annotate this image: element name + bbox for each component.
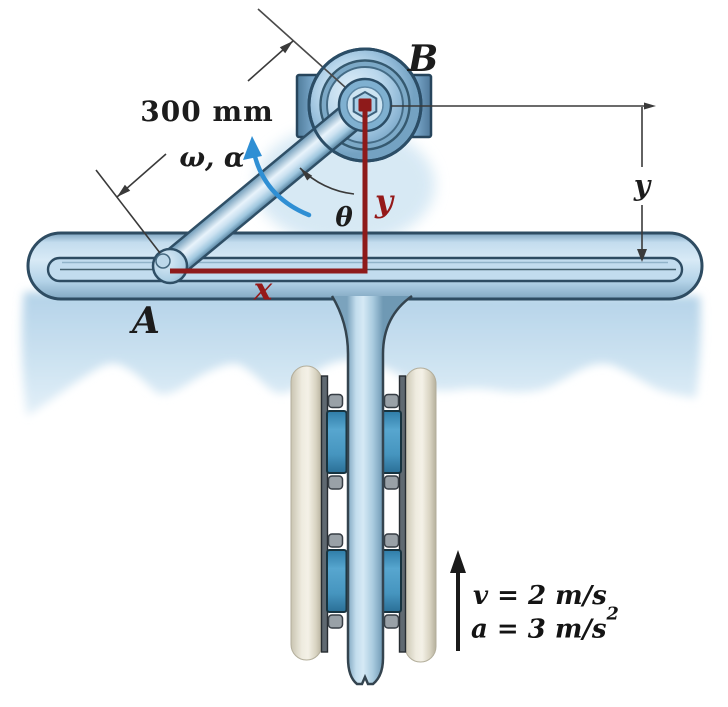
- y-axis-label: y: [374, 183, 394, 220]
- omega-alpha-label: ω, α: [179, 142, 245, 174]
- dim-300-arrowhead-upper: [279, 41, 293, 54]
- clamp-bolts: [327, 393, 400, 629]
- vertical-shaft: [330, 294, 413, 686]
- clamp-plate-right: [398, 375, 407, 653]
- pin-A-hole: [155, 253, 171, 269]
- rotation-arrowhead: [243, 136, 262, 160]
- point-A-label: A: [132, 300, 160, 342]
- acceleration-base-text: a = 3 m/s: [471, 614, 607, 645]
- clamp-block-right-upper: [380, 410, 402, 474]
- dim-300-arrowhead-lower: [117, 184, 131, 197]
- velocity-label: v = 2 m/s: [473, 581, 607, 611]
- acceleration-exponent: 2: [606, 603, 619, 625]
- annotations: [95, 40, 656, 262]
- y-dimension-label: y: [633, 169, 651, 202]
- point-B-label: B: [407, 38, 439, 80]
- acceleration-label: a = 3 m/s2: [471, 605, 619, 645]
- x-axis-label: x: [253, 271, 273, 308]
- dim-y-arrowhead: [637, 249, 647, 262]
- guide-assembly: [290, 365, 437, 663]
- guide-rail-right: [404, 367, 437, 663]
- extension-line-A: [95, 169, 161, 254]
- rotation-indicator: [243, 136, 312, 218]
- xy-axes-lines: [170, 107, 368, 274]
- clamp-plate-left: [320, 375, 329, 653]
- coordinate-axes: [170, 98, 372, 274]
- reference-line-tip: [644, 102, 656, 110]
- velocity-indicator: [450, 550, 466, 651]
- theta-arc-arrowhead: [300, 168, 313, 181]
- clamp-block-right-lower: [380, 549, 402, 613]
- guide-rail-left: [290, 365, 323, 661]
- clamp-block-left-lower: [326, 549, 348, 613]
- pivot-center-mark: [358, 98, 372, 112]
- clamp-block-left-upper: [326, 410, 348, 474]
- velocity-arrowhead: [450, 550, 466, 573]
- theta-label: θ: [335, 203, 353, 233]
- dimension-300mm-label: 300 mm: [140, 95, 274, 128]
